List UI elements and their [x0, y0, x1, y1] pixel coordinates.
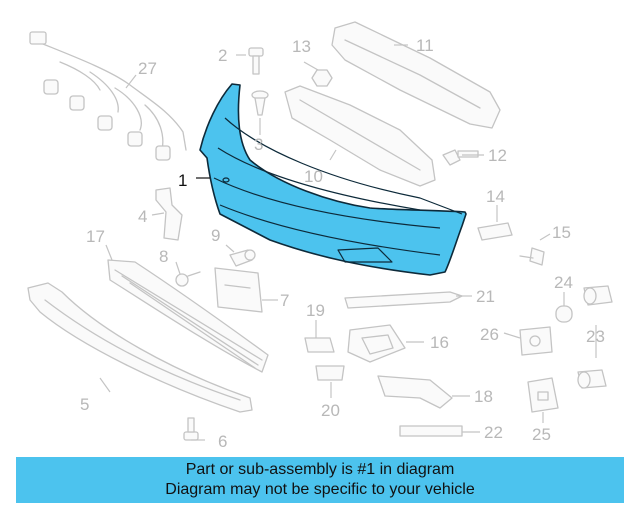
callout-27: 27: [138, 59, 157, 78]
mounting-bracket-part: [527, 377, 559, 413]
callout-16: 16: [430, 333, 449, 352]
callout-13: 13: [292, 37, 311, 56]
bolt-part: [248, 47, 264, 75]
lower-spoiler-part: [27, 282, 253, 413]
callout-26: 26: [480, 325, 499, 344]
energy-absorber-part: [284, 85, 436, 187]
callout-20: 20: [321, 401, 340, 420]
info-banner: Part or sub-assembly is #1 in diagram Di…: [16, 457, 624, 503]
bolt-part: [183, 417, 199, 441]
callout-22: 22: [484, 423, 503, 442]
callout-1: 1: [178, 171, 187, 190]
sensor-housing-part: [577, 285, 613, 389]
nut-part: [311, 69, 333, 87]
trim-strip-part: [344, 291, 463, 309]
parts-diagram: 1 2 3 4 5 6 7 8 9 10 11 12 13 14 15 16 1…: [27, 21, 613, 451]
callout-25: 25: [532, 425, 551, 444]
callout-7: 7: [280, 291, 289, 310]
strip-part: [399, 425, 463, 437]
sensor-bracket-part: [519, 326, 553, 356]
molding-part: [377, 375, 453, 409]
callout-2: 2: [218, 46, 227, 65]
screw-part: [175, 271, 201, 287]
callout-19: 19: [306, 301, 325, 320]
callout-12: 12: [488, 146, 507, 165]
callout-23: 23: [586, 327, 605, 346]
sensor-part: [555, 305, 573, 323]
clip-part: [251, 90, 269, 116]
banner-line-1: Part or sub-assembly is #1 in diagram: [185, 461, 455, 478]
clip-part: [315, 365, 345, 381]
callout-24: 24: [554, 273, 573, 292]
callout-18: 18: [474, 387, 493, 406]
callout-9: 9: [211, 226, 220, 245]
bolt-part: [229, 249, 256, 267]
license-bracket-part: [214, 267, 263, 313]
clip-part: [304, 337, 335, 353]
callout-4: 4: [138, 207, 147, 226]
callout-10: 10: [304, 167, 323, 186]
callout-8: 8: [159, 247, 168, 266]
wiring-harness-part: [29, 31, 187, 161]
callout-14: 14: [486, 187, 505, 206]
callout-17: 17: [86, 227, 105, 246]
bumper-cover-part[interactable]: [199, 83, 467, 276]
side-molding-part: [477, 222, 513, 241]
fog-trim-part: [347, 324, 406, 363]
callout-6: 6: [218, 432, 227, 451]
bolt-part: [442, 149, 479, 166]
bracket-part: [155, 187, 183, 241]
grille-part: [107, 259, 269, 373]
screw-part: [519, 247, 545, 266]
callout-21: 21: [476, 287, 495, 306]
callout-15: 15: [552, 223, 571, 242]
reinforcement-bar-part: [331, 21, 501, 129]
banner-line-2: Diagram may not be specific to your vehi…: [165, 481, 475, 498]
callout-5: 5: [80, 395, 89, 414]
callout-11: 11: [416, 36, 434, 55]
callout-3: 3: [254, 135, 263, 154]
